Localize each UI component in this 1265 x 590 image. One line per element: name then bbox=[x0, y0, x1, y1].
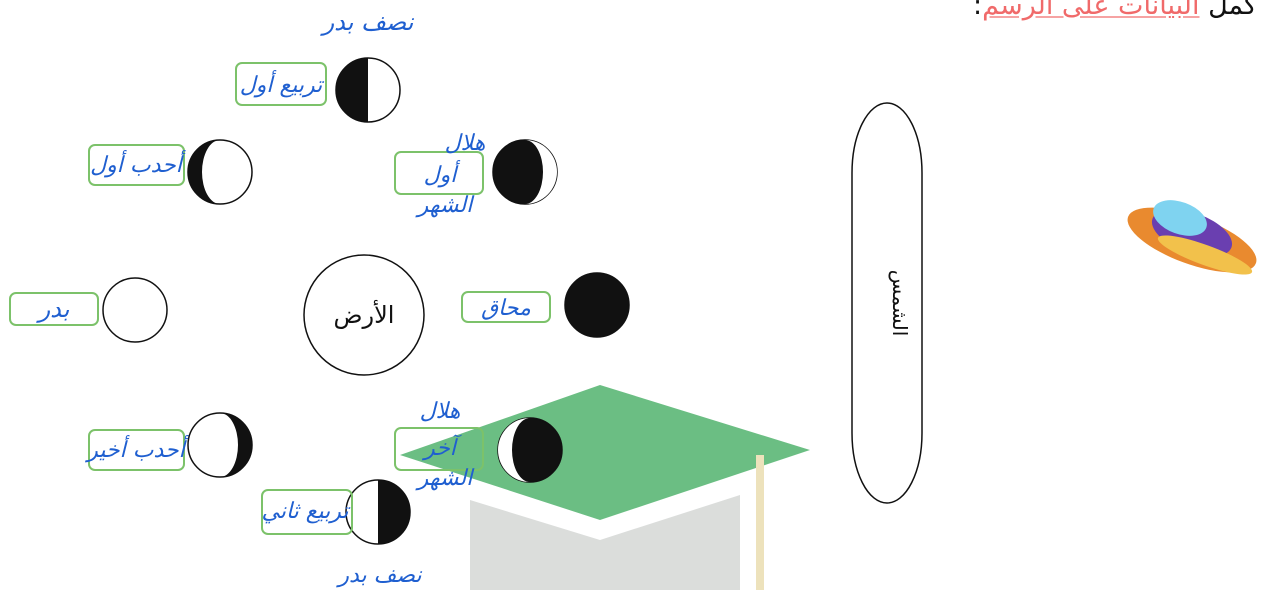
answer-box-waxing-gibbous bbox=[88, 144, 185, 186]
answer-waxing-crescent-1: هلال bbox=[445, 131, 486, 156]
graduation-cap-watermark bbox=[400, 385, 810, 590]
answer-full-moon: بدر bbox=[36, 295, 70, 323]
instruction-highlight: البيانات على الرسم bbox=[982, 0, 1200, 21]
answer-box-full bbox=[9, 292, 99, 326]
instruction-prefix: كمل bbox=[1208, 0, 1257, 21]
earth-label: الأرض bbox=[334, 300, 395, 329]
answer-box-waning-crescent bbox=[394, 427, 484, 471]
answer-last-quarter: تربيع ثاني bbox=[261, 499, 351, 524]
answer-waning-gibbous: أحدب أخير bbox=[84, 435, 189, 463]
answer-box-waxing-crescent bbox=[394, 151, 484, 195]
answer-box-first-quarter bbox=[235, 62, 327, 106]
answer-waning-crescent-2: آخر bbox=[421, 434, 463, 461]
answer-waning-crescent-1: هلال bbox=[420, 399, 461, 424]
answer-new-moon: محاق bbox=[481, 296, 531, 321]
instruction-title: كمل البيانات على الرسم: bbox=[973, 0, 1257, 21]
moon-waxing-crescent bbox=[492, 139, 558, 205]
answer-waxing-crescent-2: أول bbox=[424, 160, 462, 188]
moon-first-quarter bbox=[335, 57, 401, 123]
answer-waning-crescent-3: الشهر bbox=[415, 466, 476, 491]
answer-last-quarter-bottom: نصف بدر bbox=[335, 563, 422, 588]
moon-full bbox=[102, 277, 168, 343]
answer-waxing-crescent-3: الشهر bbox=[415, 193, 476, 218]
moon-waxing-gibbous bbox=[187, 139, 253, 205]
moon-waning-crescent bbox=[497, 417, 563, 483]
earth-circle bbox=[303, 254, 425, 376]
moon-new bbox=[564, 272, 630, 338]
moon-waning-gibbous bbox=[187, 412, 253, 478]
answer-box-waning-gibbous bbox=[88, 429, 185, 471]
sun-shape bbox=[851, 102, 923, 504]
answer-waxing-gibbous: أحدب أول bbox=[90, 150, 187, 178]
instruction-suffix: : bbox=[973, 0, 983, 21]
answer-first-quarter: تربيع أول bbox=[240, 70, 325, 98]
sun-label: الشمس bbox=[888, 270, 912, 337]
answer-first-quarter-top: نصف بدر bbox=[320, 8, 415, 36]
moon-last-quarter bbox=[345, 479, 411, 545]
ufo-icon bbox=[1127, 200, 1257, 275]
answer-box-new bbox=[461, 291, 551, 323]
answer-box-last-quarter bbox=[261, 489, 353, 535]
